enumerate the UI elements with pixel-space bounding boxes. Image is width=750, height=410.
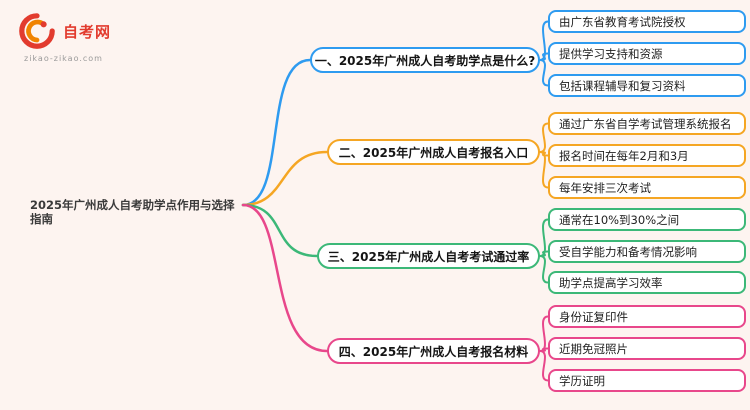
connector-leaf-3a	[539, 218, 549, 257]
branch-node-2: 二、2025年广州成人自考报名入口	[327, 139, 540, 165]
logo-subtitle: zikao-zikao.com	[24, 54, 103, 63]
logo-icon	[19, 13, 55, 49]
leaf-node: 助学点提高学习效率	[548, 271, 746, 294]
connector-branch-2	[241, 150, 329, 207]
connector-leaf-2c	[539, 151, 549, 189]
connector-leaf-3c	[539, 255, 549, 284]
branch-node-3: 三、2025年广州成人自考考试通过率	[317, 243, 540, 269]
connector-leaf-2a	[539, 122, 549, 153]
leaf-node: 通常在10%到30%之间	[548, 208, 746, 231]
leaf-node: 包括课程辅导和复习资料	[548, 74, 746, 97]
connector-leaf-1c	[539, 59, 549, 87]
branch-node-4: 四、2025年广州成人自考报名材料	[327, 338, 540, 364]
connector-branch-3	[241, 203, 319, 258]
leaf-node: 近期免冠照片	[548, 337, 746, 360]
branch-node-1: 一、2025年广州成人自考助学点是什么?	[310, 47, 540, 73]
connector-leaf-2b	[539, 151, 549, 157]
leaf-node: 身份证复印件	[548, 305, 746, 328]
leaf-node: 通过广东省自学考试管理系统报名	[548, 112, 746, 135]
leaf-node: 由广东省教育考试院授权	[548, 10, 746, 33]
leaf-node: 每年安排三次考试	[548, 176, 746, 199]
leaf-node: 受自学能力和备考情况影响	[548, 240, 746, 263]
connector-leaf-1a	[539, 20, 549, 61]
leaf-node: 提供学习支持和资源	[548, 42, 746, 65]
connector-branch-4	[241, 203, 329, 353]
connector-leaf-4a	[539, 315, 549, 352]
logo-title: 自考网	[63, 22, 112, 41]
connector-branch-1	[241, 58, 312, 207]
connector-leaf-4c	[539, 350, 549, 382]
connector-leaf-1b	[539, 52, 549, 61]
central-topic: 2025年广州成人自考助学点作用与选择指南	[30, 198, 235, 226]
leaf-node: 学历证明	[548, 369, 746, 392]
connector-leaf-3b	[539, 250, 549, 257]
leaf-node: 报名时间在每年2月和3月	[548, 144, 746, 167]
site-logo: 自考网	[18, 12, 111, 50]
connector-leaf-4b	[539, 347, 549, 352]
